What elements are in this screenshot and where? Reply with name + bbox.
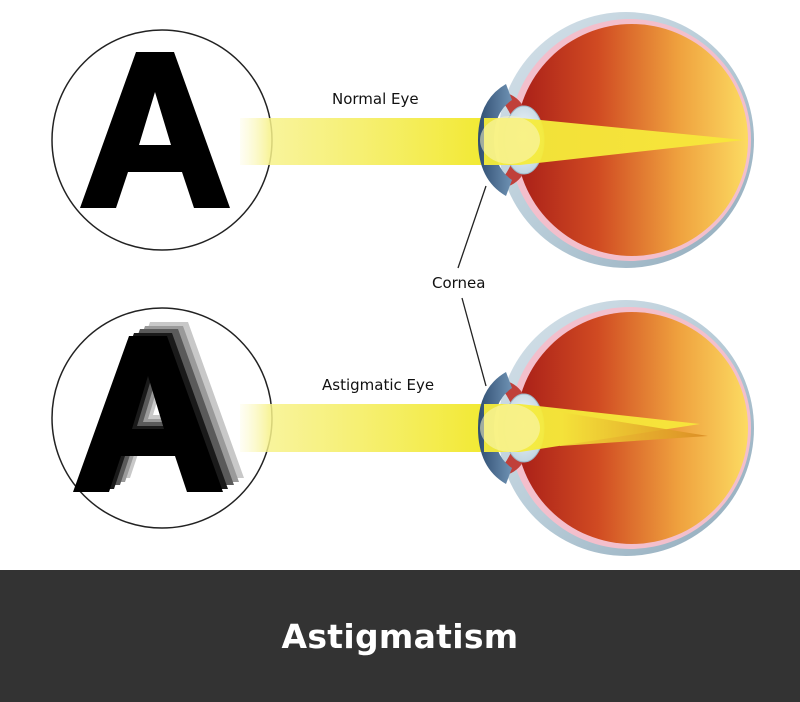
astigmatic-cornea [478,372,512,484]
footer-title: Astigmatism [281,616,519,656]
normal-cornea [478,84,512,196]
astigmatic-light-beam [240,404,484,452]
astigmatic-focus-beam-2 [560,412,708,446]
cornea-label: Cornea [432,274,486,292]
cornea-pointer-top [457,185,487,269]
normal-letter-chart [51,29,273,251]
letter-a-blurred [73,322,244,492]
astigmatic-eye [478,300,754,556]
normal-eye-label: Normal Eye [332,90,419,108]
astigmatism-diagram [51,12,754,556]
astigmatic-eye-label: Astigmatic Eye [322,376,435,394]
normal-focus-beam [484,118,744,165]
normal-light-beam [240,118,484,165]
cornea-pointer-bottom [461,297,487,387]
footer-banner: Astigmatism [0,570,800,702]
letter-a-sharp [80,52,230,208]
astigmatic-letter-chart [51,307,273,529]
normal-eye [478,12,754,268]
